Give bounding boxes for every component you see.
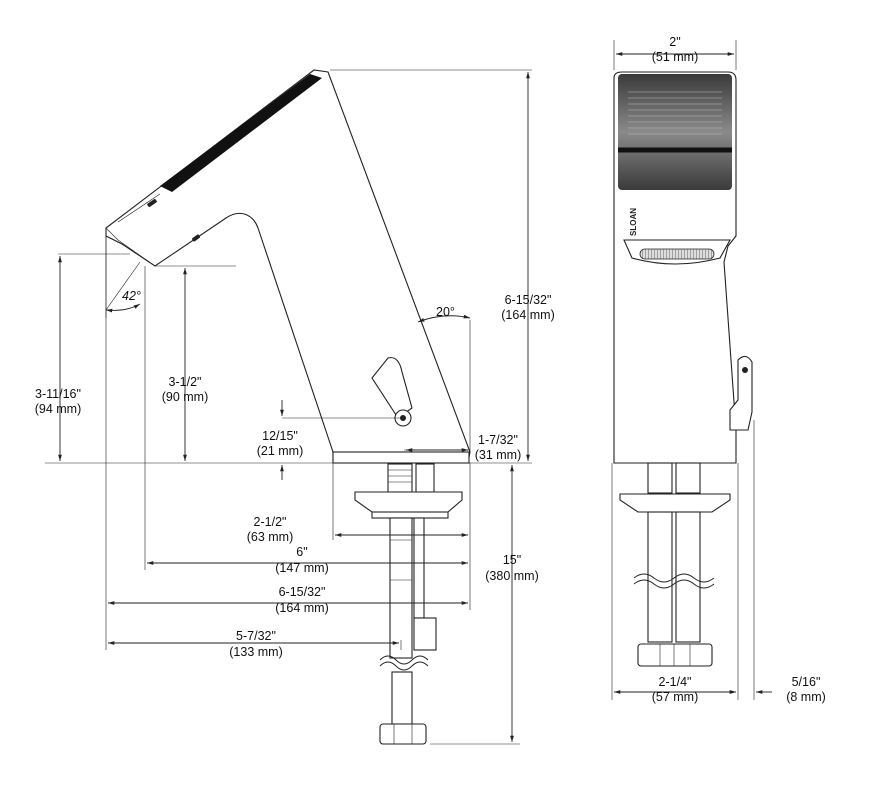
front-view: SLOAN 2" (51 mm) 2-1/4" (57 mm) <box>611 35 826 704</box>
dim-supply-length-mm: (380 mm) <box>485 569 538 583</box>
dim-handle-offset-mm: (31 mm) <box>475 448 522 462</box>
dim-total-height-in: 6-15/32" <box>505 293 552 307</box>
dim-base-width-mm: (63 mm) <box>247 530 294 544</box>
front-aerator <box>639 248 715 260</box>
dim-reach-3-in: 5-7/32" <box>236 629 276 643</box>
dim-reach-1-in: 6" <box>296 545 307 559</box>
side-view: 3-11/16" (94 mm) 3-1/2" (90 mm) 42° 20° … <box>35 69 555 745</box>
dim-spout-angle: 42° <box>122 289 141 303</box>
side-handle <box>371 357 413 419</box>
dim-top-width-in: 2" <box>669 35 680 49</box>
dim-handle-height-mm: (21 mm) <box>257 444 304 458</box>
side-sensor-window <box>160 74 322 192</box>
dim-reach-2-in: 6-15/32" <box>279 585 326 599</box>
dim-supply-length-in: 15" <box>503 553 521 567</box>
dim-handle-height-in: 12/15" <box>262 429 298 443</box>
dim-handle-proj-mm: (8 mm) <box>786 690 826 704</box>
dim-reach-3-mm: (133 mm) <box>229 645 282 659</box>
dim-spout-height-mm: (94 mm) <box>35 402 82 416</box>
front-handle <box>729 355 753 431</box>
front-brand-mark: SLOAN <box>629 208 638 236</box>
dim-front-base-width-mm: (57 mm) <box>652 690 699 704</box>
dim-body-angle: 20° <box>436 305 455 319</box>
dim-front-base-width-in: 2-1/4" <box>659 675 692 689</box>
dim-total-height-mm: (164 mm) <box>501 308 554 322</box>
dim-reach-2-mm: (164 mm) <box>275 601 328 615</box>
dim-top-width-mm: (51 mm) <box>652 50 699 64</box>
dim-reach-1-mm: (147 mm) <box>275 561 328 575</box>
dim-spout-height-in: 3-11/16" <box>35 387 81 401</box>
dim-handle-offset-in: 1-7/32" <box>478 433 518 447</box>
front-sensor-window <box>618 74 732 190</box>
dim-handle-proj-in: 5/16" <box>792 675 821 689</box>
dim-base-width-in: 2-1/2" <box>254 515 287 529</box>
dim-outlet-height-mm: (90 mm) <box>162 390 209 404</box>
side-faucet-body <box>105 69 471 464</box>
dim-outlet-height-in: 3-1/2" <box>169 375 202 389</box>
